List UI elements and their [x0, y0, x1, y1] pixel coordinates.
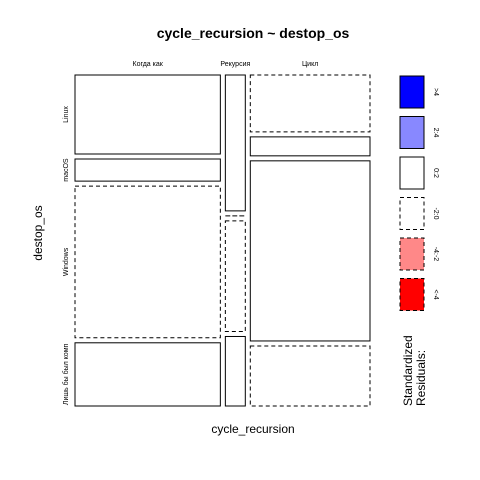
residuals-legend: >4 2:4 0:2 -2:0 -4:-2 <-4 Standardized Residu… [399, 75, 439, 406]
y-tick-linux: Linux [63, 106, 70, 123]
tile-когда-как-macos [74, 158, 221, 182]
tile-цикл-лишь-бы-был-комп [249, 345, 371, 407]
legend-swatch-4 [399, 237, 425, 271]
legend-items: >4 2:4 0:2 -2:0 -4:-2 <-4 [399, 75, 439, 311]
x-tick-когда-как: Когда как [133, 61, 164, 68]
legend-label-5: <-4 [432, 289, 439, 299]
tile-цикл-windows [249, 160, 371, 342]
legend-swatch-5 [399, 278, 425, 311]
tile-рекурсия-linux [224, 74, 246, 212]
legend-title-line-2: Residuals: [414, 350, 428, 406]
y-tick-лишь-бы-был-комп: Лишь бы был комп [62, 343, 70, 405]
legend-swatch-0 [399, 75, 425, 109]
y-axis-label: destop_os [31, 205, 45, 260]
tile-когда-как-windows [74, 185, 221, 339]
x-category-labels: Когда как Рекурсия Цикл [133, 61, 319, 68]
legend-label-4: -4:-2 [432, 247, 439, 262]
legend-swatch-2 [399, 156, 425, 190]
y-tick-windows: Windows [63, 247, 70, 276]
tile-цикл-linux [249, 74, 371, 133]
legend-title-line-1: Standardized [401, 335, 415, 406]
legend-label-3: -2:0 [432, 207, 439, 219]
x-tick-рекурсия: Рекурсия [220, 61, 250, 68]
tile-рекурсия-windows [224, 220, 246, 332]
legend-swatch-1 [399, 116, 425, 149]
x-tick-цикл: Цикл [302, 61, 318, 68]
tile-когда-как-linux [74, 74, 221, 155]
x-axis-label: cycle_recursion [211, 422, 294, 436]
legend-label-1: 2:4 [432, 128, 439, 138]
legend-label-2: 0:2 [432, 168, 439, 178]
legend-swatch-3 [399, 197, 425, 230]
legend-label-0: >4 [432, 88, 439, 96]
y-tick-macos: macOS [63, 158, 70, 182]
chart-title: cycle_recursion ~ destop_os [157, 25, 350, 41]
tile-рекурсия-лишь-бы-был-комп [224, 335, 246, 407]
legend-title: Standardized Residuals: [401, 332, 428, 406]
tile-цикл-macos [249, 136, 371, 157]
tile-когда-как-лишь-бы-был-комп [74, 342, 221, 407]
mosaic-tiles [74, 74, 371, 407]
